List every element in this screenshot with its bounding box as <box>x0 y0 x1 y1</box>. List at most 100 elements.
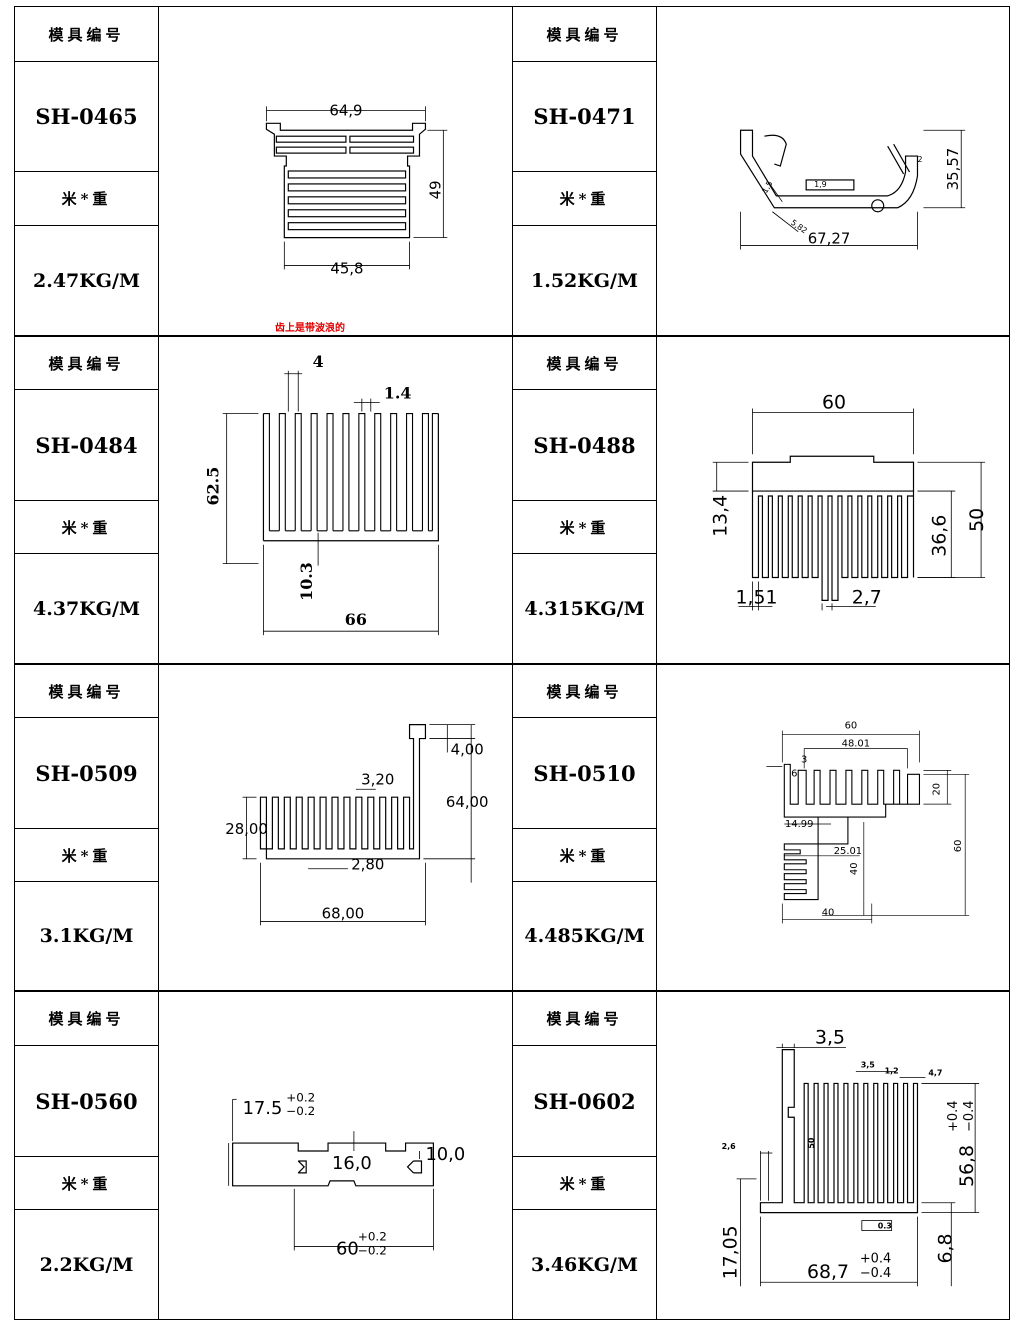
dim-base: 6,8 <box>934 1233 956 1263</box>
profile-drawing: 60 13,4 36,6 50 1,51 2,7 <box>710 392 988 611</box>
mold-number-label: 模具编号 <box>512 991 657 1046</box>
dim-d: 2 <box>917 155 922 164</box>
dim-bottom-width: 45,8 <box>330 259 363 277</box>
mold-code: SH-0602 <box>512 1045 657 1157</box>
weight-value: 3.46KG/M <box>512 1209 657 1320</box>
weight-label: 米*重 <box>14 500 159 554</box>
dim-height: 49 <box>426 180 444 199</box>
dim-top: 60 <box>822 392 846 414</box>
row-3: 模具编号 SH-0509 米*重 3.1KG/M <box>14 664 1010 991</box>
dim-fin: 1.4 <box>384 384 412 403</box>
dim-width: 60 <box>845 721 858 732</box>
weight-label: 米*重 <box>512 171 657 226</box>
profile-drawing: 4,00 64,00 28,00 3,20 2,80 68,00 <box>225 724 489 926</box>
weight-label: 米*重 <box>14 1156 159 1210</box>
dim-h-minus: −0.4 <box>962 1101 977 1132</box>
profile-drawing: 60 48.01 3 6 20 14.99 25.01 40 60 40 <box>766 721 970 924</box>
weight-value: 4.37KG/M <box>14 553 159 664</box>
dim-gap: 4,7 <box>928 1068 942 1077</box>
dim-b: 1,9 <box>814 180 827 189</box>
weight-value: 4.315KG/M <box>512 553 657 664</box>
mold-code: SH-0484 <box>14 389 159 501</box>
dim-height: 35,57 <box>944 148 962 191</box>
row-4: 模具编号 SH-0560 米*重 2.2KG/M <box>14 991 1010 1320</box>
mold-number-label: 模具编号 <box>512 336 657 390</box>
dim-flatness: 0.3 <box>878 1222 892 1231</box>
mold-code: SH-0509 <box>14 717 159 829</box>
profile-drawing: 4 1.4 62.5 10.3 66 <box>204 352 439 636</box>
dim-fin-width: 1,51 <box>735 586 777 608</box>
dim-width: 68,00 <box>322 904 365 922</box>
weight-value: 2.2KG/M <box>14 1209 159 1320</box>
dim-base: 10.3 <box>297 562 316 601</box>
dim-h-main: 56,8 <box>956 1145 978 1187</box>
dim-h1-plus: +0.2 <box>286 1090 315 1104</box>
drawing-sh0510: 60 48.01 3 6 20 14.99 25.01 40 60 40 <box>656 664 1010 991</box>
weight-label: 米*重 <box>14 828 159 882</box>
dim-width: 66 <box>345 610 367 629</box>
weight-label: 米*重 <box>512 828 657 882</box>
dim-width: 67,27 <box>808 230 851 248</box>
mold-number-label: 模具编号 <box>14 991 159 1046</box>
weight-value: 2.47KG/M <box>14 225 159 336</box>
note-text: 齿上是带波浪的 <box>275 323 345 334</box>
drawing-sh0560: 17.5 +0.2 −0.2 16,0 10,0 60 +0.2 −0.2 <box>158 991 513 1320</box>
weight-value: 4.485KG/M <box>512 881 657 991</box>
dim-right: 10,0 <box>425 1144 465 1165</box>
dim-height: 60 <box>953 840 964 853</box>
dim-fin-pitch: 4 <box>313 352 324 371</box>
row-2: 模具编号 SH-0484 米*重 4.37KG/M <box>14 336 1010 664</box>
weight-label: 米*重 <box>14 171 159 226</box>
mold-number-label: 模具编号 <box>512 664 657 718</box>
profile-drawing: 67,27 35,57 1,5 1,9 5,82 2 <box>739 129 966 250</box>
dim-a: 3 <box>801 754 807 765</box>
mold-code: SH-0510 <box>512 717 657 829</box>
drawing-sh0509: 4,00 64,00 28,00 3,20 2,80 68,00 <box>158 664 513 991</box>
dim-tab-height: 17,05 <box>720 1225 742 1279</box>
dim-w-minus: −0.4 <box>860 1266 891 1281</box>
dim-fin-height: 28,00 <box>225 820 268 838</box>
weight-value: 3.1KG/M <box>14 881 159 991</box>
dim-w-main: 60 <box>336 1238 359 1259</box>
dim-h1-main: 17.5 <box>243 1098 283 1119</box>
dim-bottom: 40 <box>822 907 835 918</box>
dim-fin-height: 20 <box>931 783 942 796</box>
drawing-sh0471: 67,27 35,57 1,5 1,9 5,82 2 <box>656 6 1010 336</box>
mold-number-label: 模具编号 <box>14 664 159 718</box>
dim-pitch: 3,5 <box>861 1061 875 1070</box>
dim-d: 25.01 <box>834 846 862 857</box>
mold-number-label: 模具编号 <box>14 6 159 62</box>
dim-fin: 1,2 <box>885 1067 899 1076</box>
dim-w-plus: +0.2 <box>358 1229 387 1243</box>
row-1: 模具编号 SH-0465 米*重 2.47KG/M <box>14 6 1010 336</box>
dim-b: 6 <box>791 768 797 779</box>
dim-mid: 16,0 <box>332 1153 372 1174</box>
profile-drawing: 17.5 +0.2 −0.2 16,0 10,0 60 +0.2 −0.2 <box>228 1090 465 1259</box>
mold-code: SH-0465 <box>14 61 159 172</box>
dim-c: 5,82 <box>789 218 809 236</box>
mold-code: SH-0471 <box>512 61 657 172</box>
dim-base: 13,4 <box>710 495 732 537</box>
drawing-sh0488: 60 13,4 36,6 50 1,51 2,7 <box>656 336 1010 664</box>
dim-h1-minus: −0.2 <box>286 1104 315 1118</box>
dim-c: 14.99 <box>785 819 813 830</box>
profile-drawing: 3,5 3,5 1,2 4,7 50 2,6 56,8 +0.4 −0.4 6,… <box>720 1027 980 1287</box>
dim-w-main: 68,7 <box>807 1261 849 1283</box>
dim-tab: 3,5 <box>815 1027 845 1049</box>
dim-inner: 48.01 <box>842 738 870 749</box>
weight-value: 1.52KG/M <box>512 225 657 336</box>
dim-fin-height: 36,6 <box>928 515 950 557</box>
drawing-sh0602: 3,5 3,5 1,2 4,7 50 2,6 56,8 +0.4 −0.4 6,… <box>656 991 1010 1320</box>
dim-gap: 2,7 <box>852 586 882 608</box>
dim-a: 1,5 <box>760 179 774 194</box>
weight-label: 米*重 <box>512 500 657 554</box>
dim-side: 2,6 <box>722 1142 737 1151</box>
profile-drawing: 64,9 49 45,8 <box>265 101 448 277</box>
dim-e: 40 <box>849 862 860 875</box>
drawing-sh0484: 4 1.4 62.5 10.3 66 <box>158 336 513 664</box>
mold-code: SH-0488 <box>512 389 657 501</box>
dim-h-plus: +0.4 <box>946 1101 961 1132</box>
drawing-sh0465: 64,9 49 45,8 <box>158 6 513 336</box>
dim-height: 50 <box>966 508 988 532</box>
